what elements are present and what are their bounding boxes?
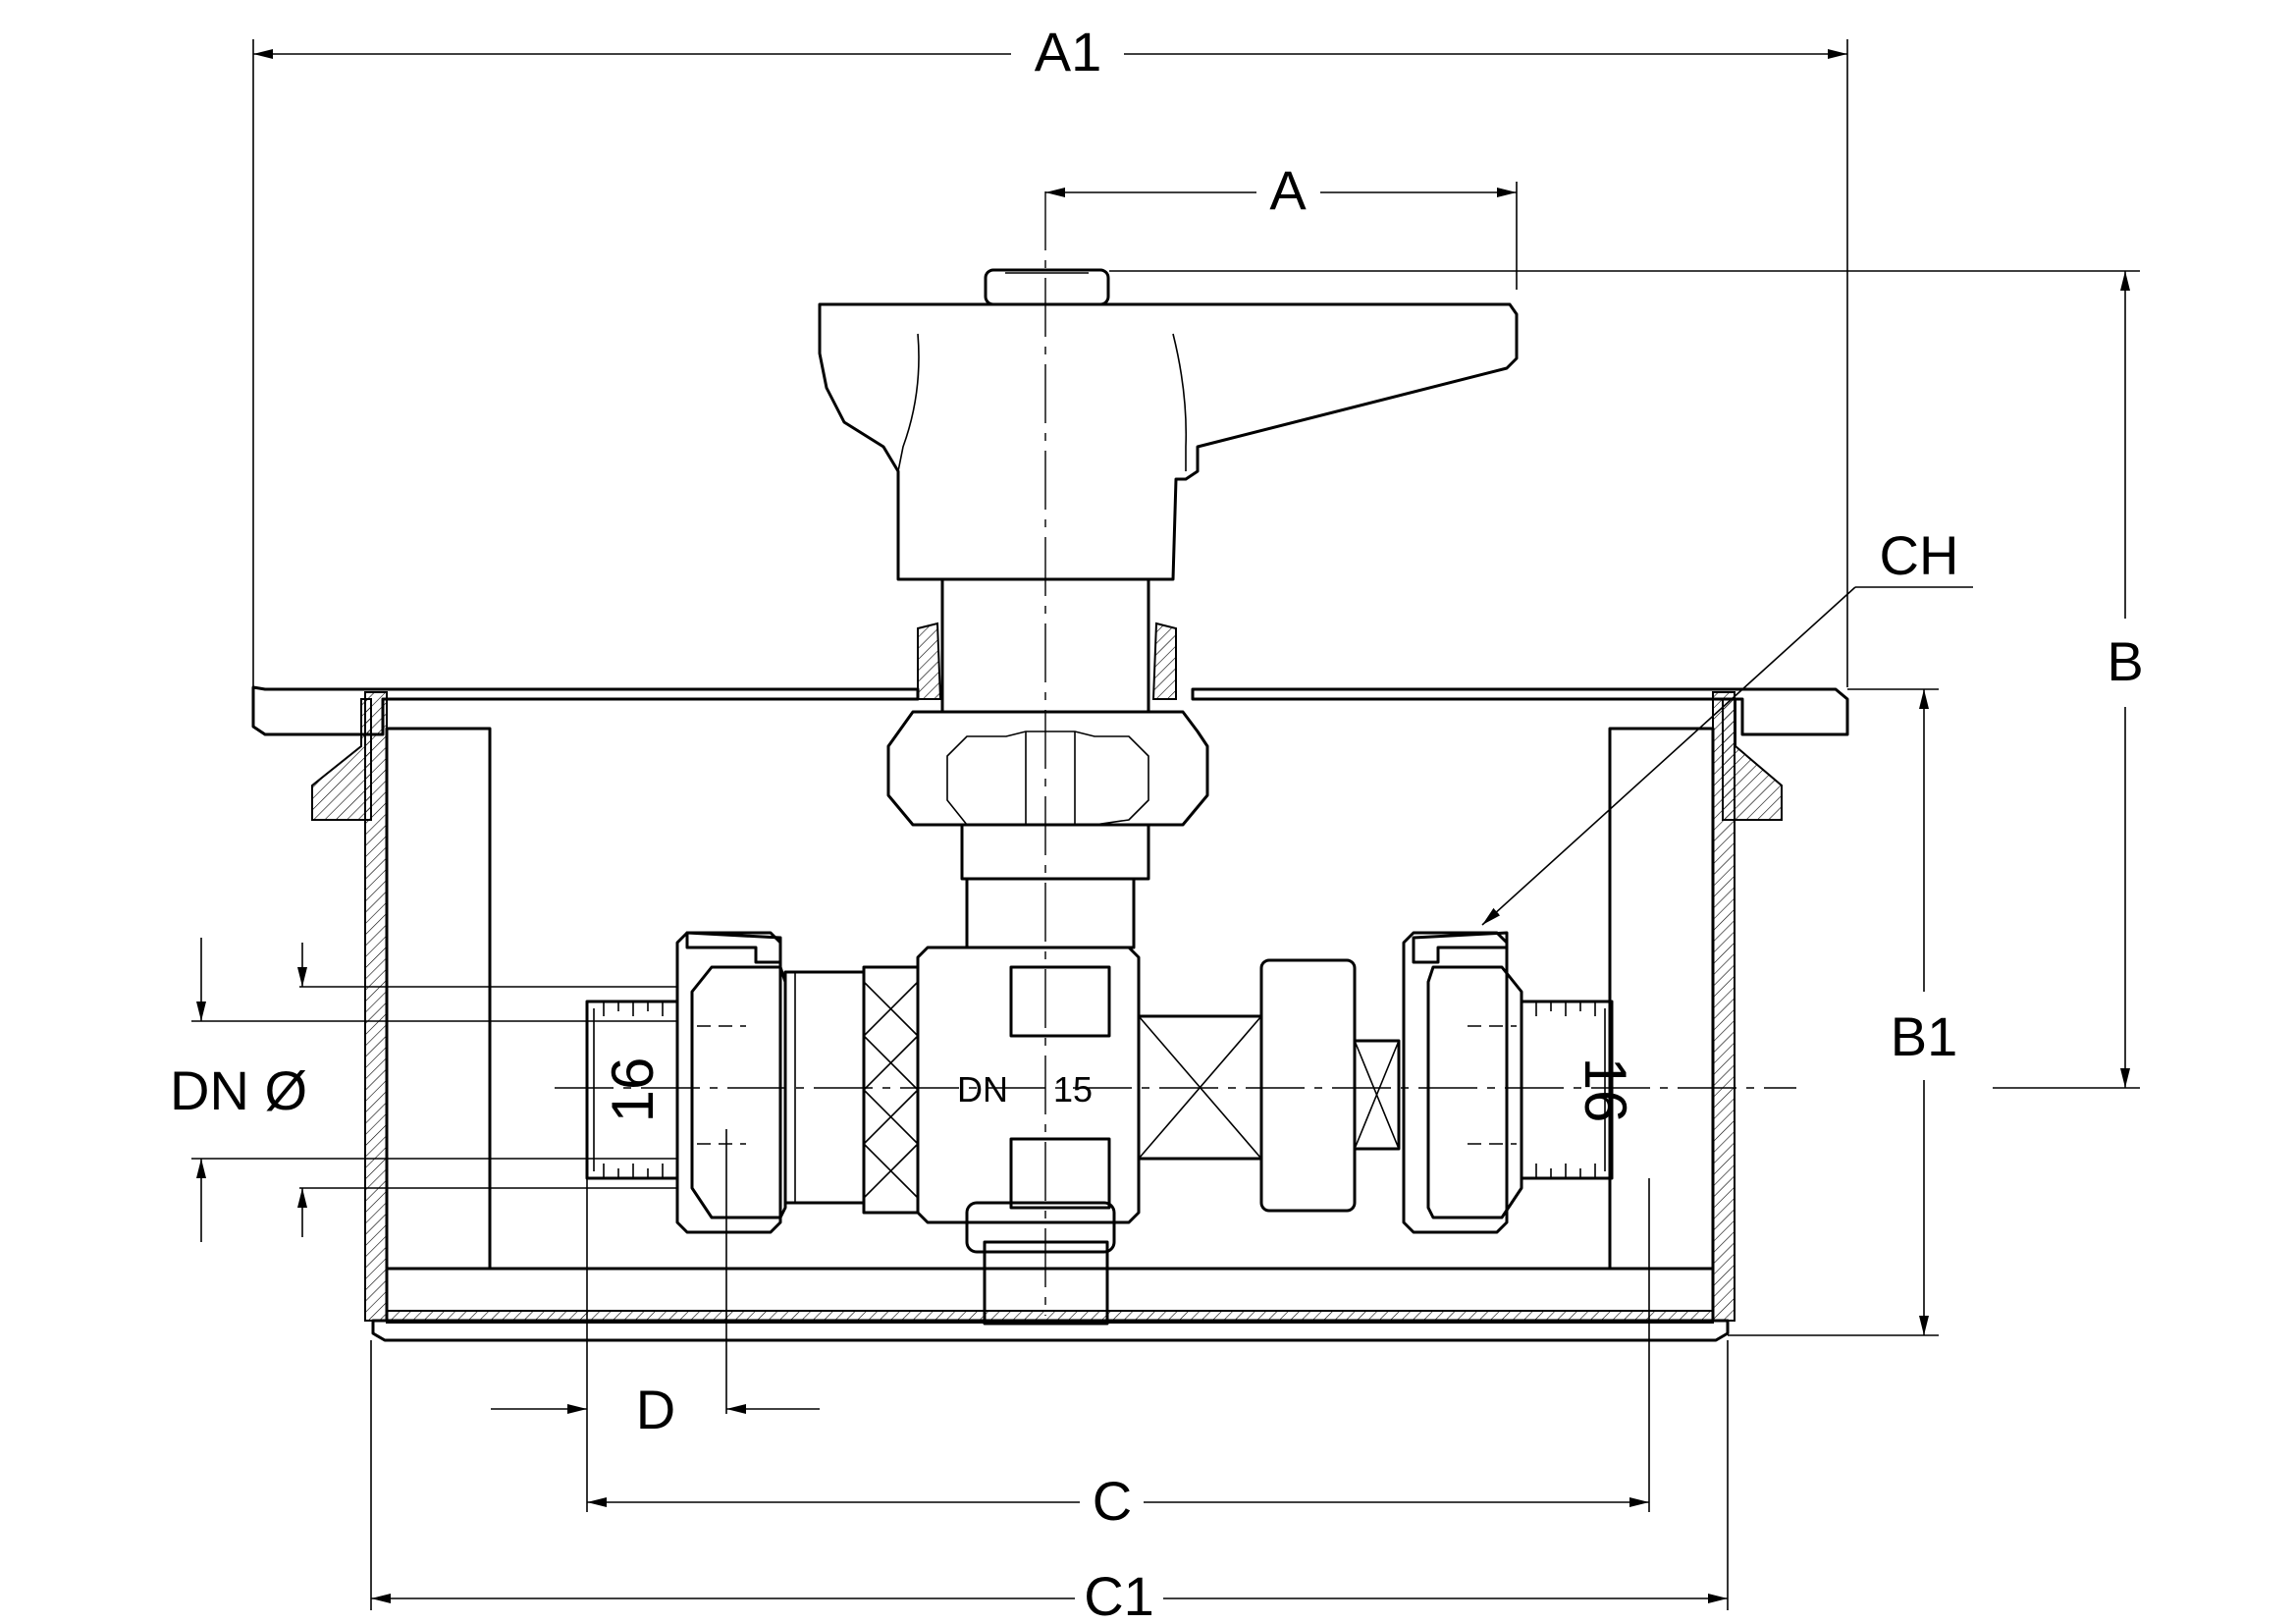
stem-neck [960, 823, 1150, 881]
body-dn-text: DN [957, 1069, 1008, 1110]
handle-rib-right [1172, 333, 1188, 471]
left-nut-inner [690, 965, 787, 1219]
handle-lever [818, 302, 1519, 581]
right-nut-inner [1426, 965, 1523, 1219]
lock-nut [886, 710, 1209, 827]
stem-body [965, 877, 1136, 949]
clip-left [311, 698, 372, 821]
rib-right [1608, 727, 1715, 1271]
handle-rib-left [897, 333, 920, 472]
dim-c1-label: C1 [1084, 1565, 1154, 1624]
dim-b1-label: B1 [1891, 1005, 1958, 1067]
drain-nut [965, 1201, 1116, 1254]
left-pipe [585, 1000, 679, 1180]
handle-assembly [818, 268, 1519, 949]
right-hidden [1468, 1025, 1517, 1145]
left-pipe-size: 16 [600, 1057, 666, 1123]
floor-support [983, 1240, 1109, 1326]
right-pipe-size: 16 [1573, 1057, 1638, 1123]
dim-a-label: A [1269, 159, 1307, 221]
center-lines [555, 191, 1796, 1316]
right-union [1259, 958, 1357, 1213]
dim-a1-label: A1 [1035, 21, 1102, 82]
seal-left [917, 622, 942, 700]
valve-body [783, 946, 1401, 1254]
floor-plate [371, 1319, 1730, 1342]
lid-right [1191, 687, 1849, 736]
handle-nut [984, 268, 1110, 306]
ch-leader [1481, 586, 1856, 926]
wall-right [1712, 691, 1735, 1322]
right-pipe [1520, 1000, 1614, 1180]
dim-b-label: B [2107, 630, 2143, 692]
dim-ch-label: CH [1880, 524, 1959, 586]
right-pipe-scale [1535, 1001, 1606, 1178]
left-pipe-scale [593, 1001, 664, 1178]
central-body [916, 946, 1141, 1224]
left-fitting [585, 931, 787, 1234]
dim-c-label: C [1093, 1470, 1132, 1532]
body-size-text: 15 [1053, 1069, 1093, 1110]
left-hex-cross [863, 981, 919, 1199]
right-nut-tab [1412, 931, 1509, 964]
wall-left [364, 691, 388, 1322]
right-hex-cross [1138, 1015, 1262, 1160]
right-stub [1353, 1039, 1401, 1151]
lid-left [251, 685, 920, 736]
dimensions: A1 A B B1 CH DN Ø [170, 21, 2144, 1624]
left-hidden [697, 1025, 746, 1145]
body-upper-boss [1009, 965, 1111, 1038]
dim-d-label: D [636, 1379, 675, 1440]
seal-right [1151, 622, 1177, 700]
body-lower-boss [1009, 1137, 1111, 1210]
right-nut-outer [1402, 931, 1509, 1234]
dim-dn-label: DN Ø [170, 1059, 307, 1121]
housing [251, 685, 1849, 1342]
right-stub-cross [1354, 1040, 1400, 1150]
right-fitting [1402, 931, 1614, 1234]
lock-nut-flat [946, 731, 1149, 826]
left-nut-tab [685, 931, 782, 964]
floor-hatch [386, 1310, 1714, 1324]
left-hex [862, 965, 920, 1215]
